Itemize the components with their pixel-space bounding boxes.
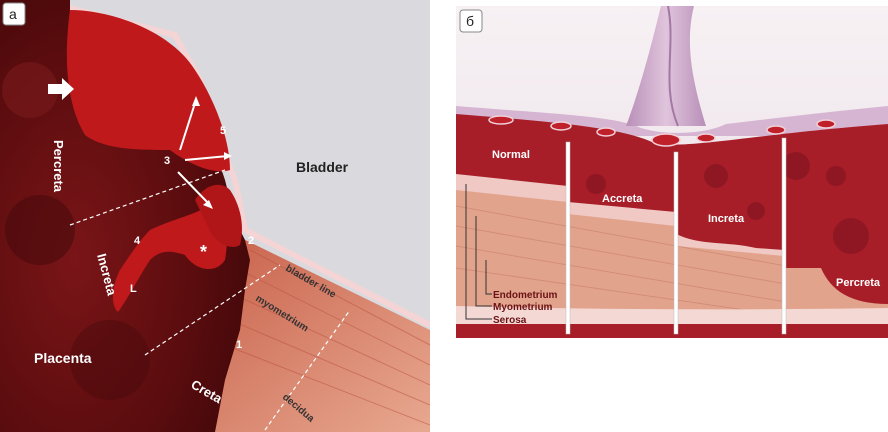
label-myometrium: Myometrium xyxy=(493,302,553,313)
myometrium-normal xyxy=(456,184,568,324)
placenta-blotch xyxy=(5,195,75,265)
label-percreta: Percreta xyxy=(51,140,66,193)
label-accreta: Accreta xyxy=(602,193,643,205)
panel-a-tag-box xyxy=(2,2,26,26)
villi-texture xyxy=(586,152,869,254)
panel-a-illustration: Percreta Bladder Increta Placenta Creta … xyxy=(0,0,430,432)
label-num-2: 2 xyxy=(248,235,254,247)
label-num-3: 3 xyxy=(164,155,170,167)
label-num-4: 4 xyxy=(134,235,141,247)
zone-separators xyxy=(565,137,787,335)
panel-a-tag: а xyxy=(9,6,17,22)
label-percreta: Percreta xyxy=(836,277,881,289)
label-asterisk: * xyxy=(200,242,207,262)
percreta-lobe xyxy=(66,10,230,172)
arrow-heads xyxy=(192,96,232,209)
increta-vessels xyxy=(112,205,227,312)
placenta-blotch xyxy=(70,320,150,400)
umbilical-cord xyxy=(626,6,706,126)
panel-a: Percreta Bladder Increta Placenta Creta … xyxy=(0,0,430,432)
layer-brackets xyxy=(465,184,492,320)
endometrium-accreta xyxy=(568,202,676,226)
panel-b-tag: б xyxy=(466,13,474,29)
label-serosa: Serosa xyxy=(493,315,527,326)
label-num-5: 5 xyxy=(220,125,226,137)
label-num-1: 1 xyxy=(236,339,242,351)
pointer-arrows xyxy=(177,99,229,206)
endometrium-increta xyxy=(676,234,784,256)
white-arrow-icon xyxy=(48,78,74,100)
panel-b-tag-box xyxy=(459,9,483,33)
label-bladder: Bladder xyxy=(296,159,349,175)
chorionic-vessels xyxy=(488,115,836,147)
label-placenta: Placenta xyxy=(34,350,92,366)
myometrium-layer xyxy=(200,235,430,432)
placenta-blotch xyxy=(2,62,58,118)
panel-b: Normal Accreta Increta Percreta Endometr… xyxy=(456,6,888,338)
label-letter-l: L xyxy=(130,283,137,295)
panel-b-illustration: Normal Accreta Increta Percreta Endometr… xyxy=(456,6,888,338)
muscle-fibers xyxy=(456,205,787,317)
cord-twist xyxy=(667,6,679,127)
endometrium-normal xyxy=(456,174,568,202)
myometrium-fibers xyxy=(224,249,430,426)
label-normal: Normal xyxy=(492,149,530,161)
label-endometrium: Endometrium xyxy=(493,290,558,301)
serosa-layer xyxy=(456,306,888,324)
label-increta: Increta xyxy=(708,213,745,225)
zone-dividers xyxy=(69,169,351,431)
